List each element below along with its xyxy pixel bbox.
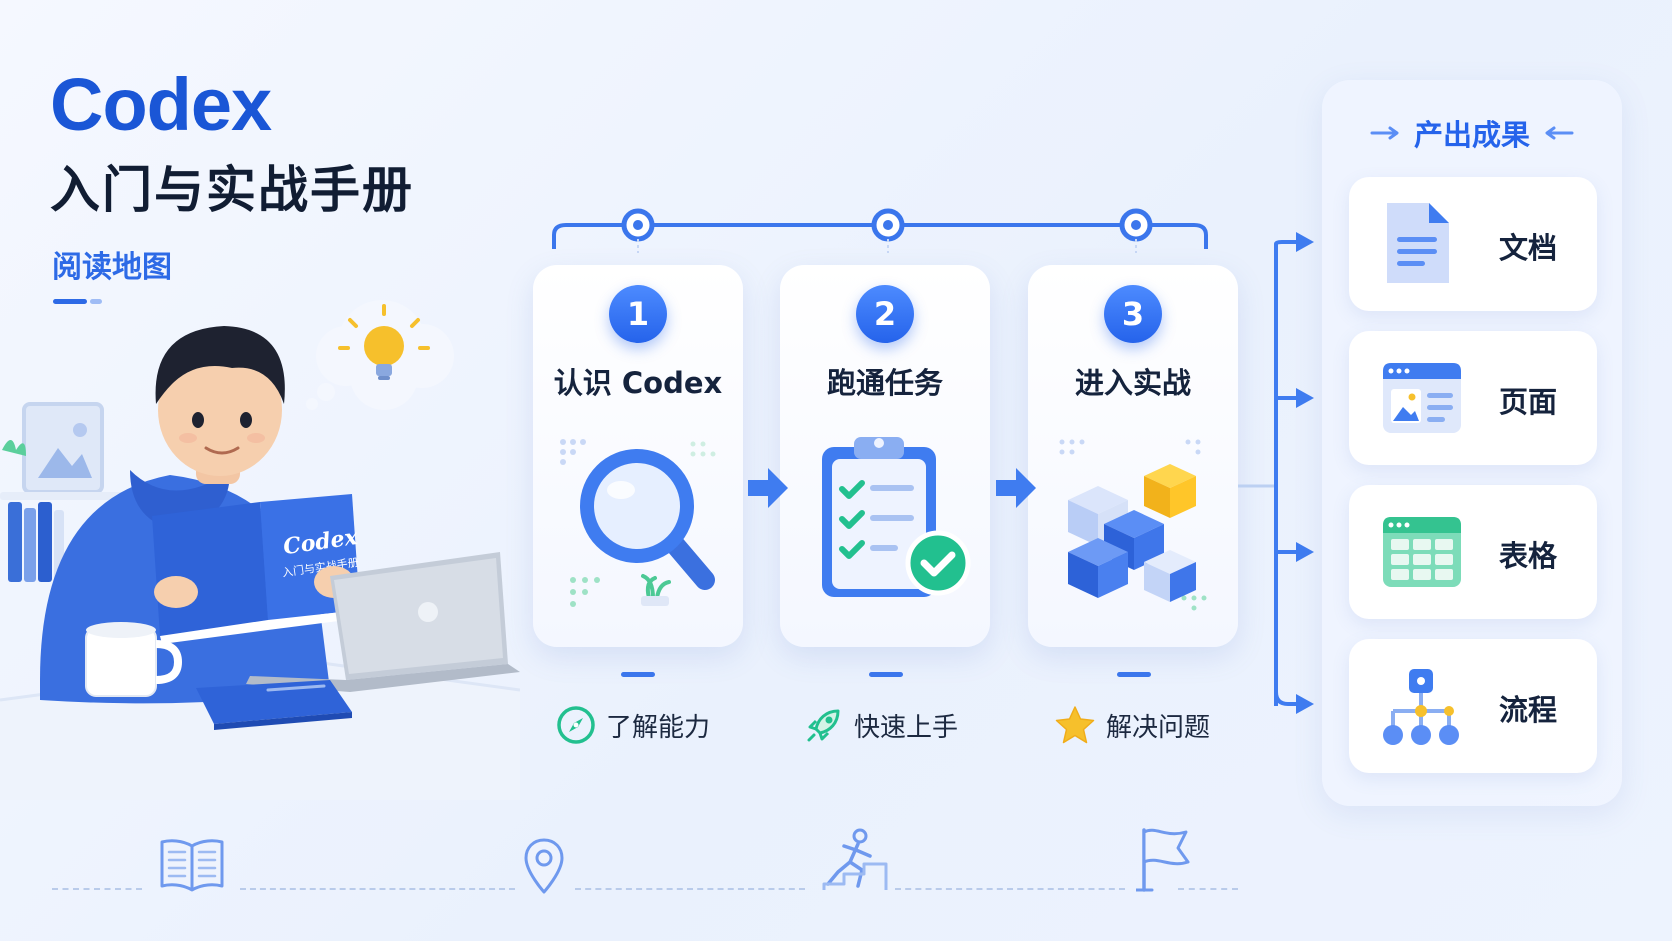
spreadsheet-icon (1383, 517, 1461, 587)
output-card-flowchart: 流程 (1349, 639, 1597, 773)
timeline-bracket (552, 208, 1208, 253)
step-feature-3: 解决问题 (1054, 705, 1210, 745)
output-card-spreadsheet: 表格 (1349, 485, 1597, 619)
thought-cloud (306, 300, 454, 410)
output-label: 流程 (1499, 693, 1558, 727)
step-number-badge: 1 (609, 285, 667, 343)
step-dash-2 (869, 672, 903, 677)
step-card-2: 2 跑通任务 (780, 265, 990, 647)
outputs-title: 产出成果 (1413, 118, 1530, 152)
output-label: 页面 (1499, 385, 1558, 419)
bottom-dashed-line (240, 888, 515, 890)
title-en: Codex (50, 63, 272, 146)
location-pin-icon (524, 838, 564, 894)
step-dash-1 (621, 672, 655, 677)
output-card-webpage: 页面 (1349, 331, 1597, 465)
climbing-person-icon (822, 828, 888, 890)
arrow-right-icon (996, 468, 1036, 508)
hair (155, 326, 285, 404)
output-label: 文档 (1499, 231, 1558, 265)
step-card-1: 1 认识 Codex (533, 265, 743, 647)
timeline-node-1 (621, 208, 655, 253)
webpage-icon (1383, 363, 1461, 433)
subtitle-underline-dot (90, 299, 102, 304)
magnifier-icon (560, 439, 716, 607)
notebook-icon (196, 680, 352, 730)
coffee-mug-icon (85, 622, 183, 697)
output-label: 表格 (1499, 539, 1558, 573)
arrow-right-icon (748, 468, 788, 508)
step-feature-1: 了解能力 (556, 705, 710, 745)
cubes-icon (1059, 439, 1207, 611)
step-card-3: 3 进入实战 (1028, 265, 1238, 647)
step-title: 进入实战 (1074, 366, 1191, 400)
step-title: 跑通任务 (826, 366, 943, 400)
step-number-badge: 3 (1104, 285, 1162, 343)
output-card-document: 文档 (1349, 177, 1597, 311)
step-title: 认识 Codex (553, 366, 723, 400)
bottom-dashed-line (1178, 888, 1238, 890)
timeline-node-2 (871, 208, 905, 253)
step-feature-2: 快速上手 (804, 705, 958, 745)
outputs-header: 产出成果 (1322, 112, 1622, 154)
arrow-left-icon (1545, 126, 1574, 140)
bottom-dashed-line (895, 888, 1125, 890)
compass-icon (557, 706, 595, 744)
timeline-node-3 (1119, 208, 1153, 253)
lightbulb-icon (338, 304, 430, 380)
face (158, 344, 282, 476)
bottom-dashed-line (52, 888, 142, 890)
picture-frame-icon (22, 402, 104, 494)
arrow-right-icon (1370, 126, 1399, 140)
rocket-icon (807, 709, 840, 742)
flowchart-icon (1383, 669, 1459, 745)
step-dash-3 (1117, 672, 1151, 677)
step-number-badge: 2 (856, 285, 914, 343)
step-feature-label: 快速上手 (854, 712, 959, 743)
step-feature-label: 了解能力 (606, 712, 711, 743)
flag-icon (1136, 828, 1190, 892)
subtitle: 阅读地图 (52, 250, 172, 285)
document-icon (1387, 203, 1449, 283)
subtitle-underline (53, 299, 87, 304)
star-icon (1055, 706, 1095, 744)
open-book-icon (160, 839, 224, 892)
output-connector (1238, 232, 1314, 714)
step-feature-label: 解决问题 (1106, 712, 1211, 743)
clipboard-check-icon (822, 437, 971, 597)
reading-person-illustration: Codex 入门与实战手册 (0, 300, 520, 800)
bottom-dashed-line (575, 888, 805, 890)
title-cn: 入门与实战手册 (50, 161, 414, 219)
